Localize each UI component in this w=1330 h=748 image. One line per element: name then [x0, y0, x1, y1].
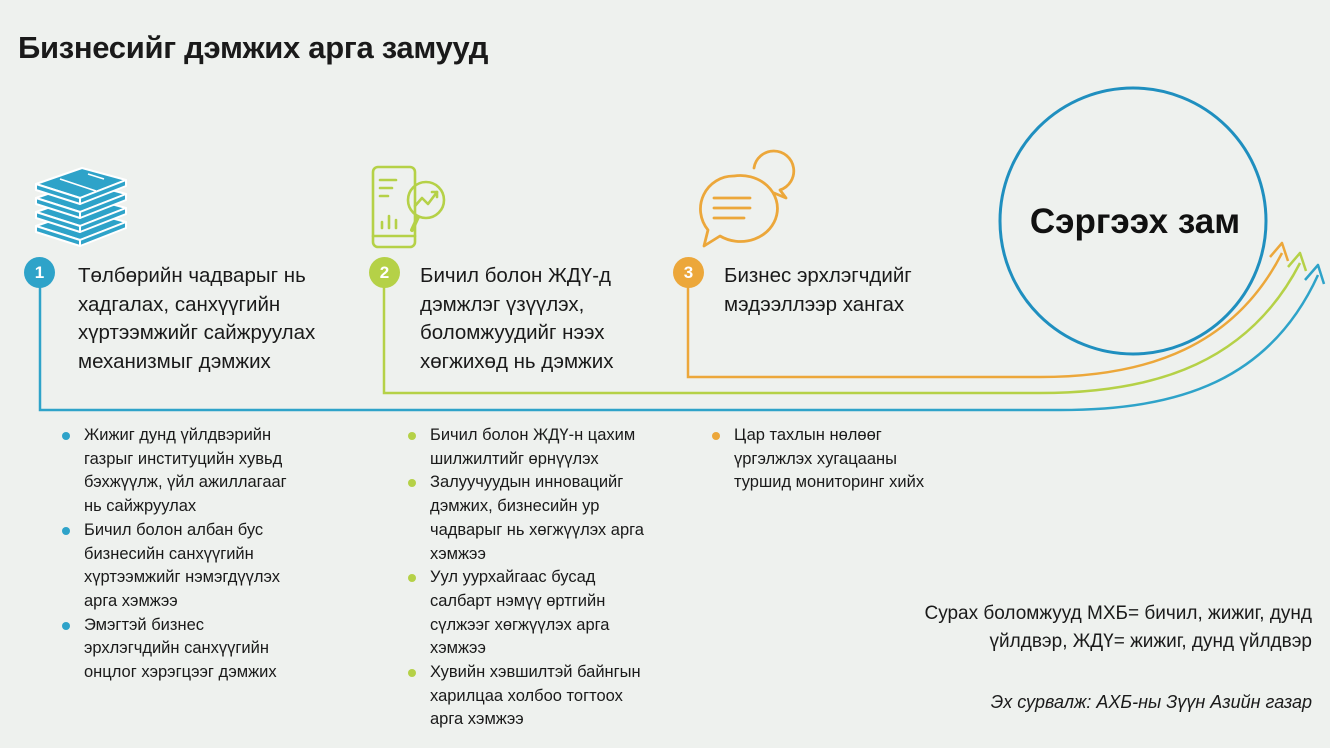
bullet-line: эрхлэгчдийн санхүүгийн — [84, 639, 269, 658]
flow-line-2 — [382, 262, 1302, 395]
bullet-line: хүртээмжийг нэмэгдүүлэх — [84, 568, 280, 587]
bullet-line: сүлжээг хөгжүүлэх арга — [430, 615, 610, 634]
step-2-title-line: Бичил болон ЖДҮ-д — [420, 264, 611, 287]
step-1-title-line: хүртээмжийг сайжруулах — [78, 321, 316, 344]
step-2-title: Бичил болон ЖДҮ-д дэмжлэг үзүүлэх, болом… — [420, 262, 613, 376]
bullet-line: бизнесийн санхүүгийн — [84, 544, 254, 563]
bullet-line: бэхжүүлж, үйл ажиллагааг — [84, 473, 287, 492]
bullet-line: Бичил болон албан бус — [84, 520, 264, 539]
bullet-line: Хувийн хэвшилтэй байнгын — [430, 663, 641, 682]
step-2-title-line: дэмжлэг үзүүлэх, — [420, 292, 585, 316]
step-2-title-line: боломжуудийг нээх — [420, 321, 605, 344]
step-2-bullet-list: Бичил болон ЖДҮ-н цахим шилжилтийг өрнүү… — [406, 424, 644, 732]
bullet-line: онцлог хэрэгцээг дэмжих — [84, 663, 277, 682]
bullet-line: арга хэмжээ — [84, 591, 178, 610]
step-1-bullet-list: Жижиг дунд үйлдвэрийн газрыг институцийн… — [60, 424, 287, 685]
bullet-line: туршид мониторинг хийх — [734, 473, 925, 492]
list-item: Хувийн хэвшилтэй байнгын харилцаа холбоо… — [406, 661, 644, 732]
list-item: Залуучуудын инновацийг дэмжих, бизнесийн… — [406, 471, 644, 566]
bullet-line: Уул уурхайгаас бусад — [430, 568, 596, 587]
step-2-badge: 2 — [369, 257, 400, 288]
bullet-line: газрыг институцийн хувьд — [84, 449, 283, 468]
bullet-line: Эмэгтэй бизнес — [84, 615, 205, 634]
step-3-bullet-list: Цар тахлын нөлөөг үргэлжлэх хугацааны ту… — [710, 424, 924, 495]
bullet-line: салбарт нэмүү өртгийн — [430, 591, 606, 610]
bullet-line: Цар тахлын нөлөөг — [734, 426, 882, 444]
goal-label: Сэргээх зам — [1029, 202, 1241, 241]
step-1-title-line: механизмыг дэмжих — [78, 349, 271, 373]
bullet-line: Жижиг дунд үйлдвэрийн — [84, 426, 272, 444]
bullet-line: хэмжээ — [430, 639, 486, 658]
bullet-line: Залуучуудын инновацийг — [430, 473, 624, 492]
step-2-title-line: хөгжихөд нь дэмжих — [420, 349, 614, 373]
list-item: Цар тахлын нөлөөг үргэлжлэх хугацааны ту… — [710, 424, 924, 495]
step-1-title-line: хадгалах, санхүүгийн — [78, 292, 281, 316]
step-3-title-line: мэдээллээр хангах — [724, 292, 905, 316]
step-3-title: Бизнес эрхлэгчдийг мэдээллээр хангах — [724, 262, 912, 319]
bullet-line: дэмжих, бизнесийн ур — [430, 497, 600, 516]
growth-analysis-icon — [371, 165, 446, 249]
chat-bubbles-icon — [699, 149, 796, 248]
source-note: Эх сурвалж: АХБ-ны Зүүн Азийн газар — [990, 692, 1312, 712]
bullet-line: хэмжээ — [430, 544, 486, 563]
list-item: Уул уурхайгаас бусад салбарт нэмүү өртги… — [406, 566, 644, 661]
bullet-line: харилцаа холбоо тогтоох — [430, 686, 623, 705]
flow-line-3 — [686, 252, 1284, 379]
step-1-title: Төлбөрийн чадварыг нь хадгалах, санхүүги… — [78, 262, 315, 376]
bullet-line: чадварыг нь хөгжүүлэх арга — [430, 520, 644, 539]
bullet-line: нь сайжруулах — [84, 497, 197, 516]
step-1-badge: 1 — [24, 257, 55, 288]
money-stack-icon — [35, 167, 127, 247]
footnote: Сурах боломжууд МХБ= бичил, жижиг, дунд … — [924, 600, 1312, 656]
step-1-title-line: Төлбөрийн чадварыг нь — [78, 264, 306, 287]
list-item: Бичил болон ЖДҮ-н цахим шилжилтийг өрнүү… — [406, 424, 644, 471]
list-item: Жижиг дунд үйлдвэрийн газрыг институцийн… — [60, 424, 287, 519]
list-item: Бичил болон албан бус бизнесийн санхүүги… — [60, 519, 287, 614]
bullet-line: шилжилтийг өрнүүлэх — [430, 449, 599, 468]
step-3-title-line: Бизнес эрхлэгчдийг — [724, 264, 912, 287]
page-title: Бизнесийг дэмжих арга замууд — [18, 30, 489, 65]
bullet-line: арга хэмжээ — [430, 710, 524, 729]
arrowhead-3 — [1269, 241, 1290, 262]
step-3-badge: 3 — [673, 257, 704, 288]
goal-circle — [998, 86, 1268, 356]
footnote-line: үйлдвэр, ЖДҮ= жижиг, дунд үйлдвэр — [989, 631, 1312, 652]
footnote-line: Сурах боломжууд МХБ= бичил, жижиг, дунд — [924, 603, 1312, 624]
flow-line-1 — [38, 274, 1320, 412]
arrowhead-1 — [1304, 263, 1326, 285]
arrowhead-2 — [1287, 251, 1308, 272]
bullet-line: үргэлжлэх хугацааны — [734, 449, 897, 468]
list-item: Эмэгтэй бизнес эрхлэгчдийн санхүүгийн он… — [60, 614, 287, 685]
bullet-line: Бичил болон ЖДҮ-н цахим — [430, 426, 636, 444]
